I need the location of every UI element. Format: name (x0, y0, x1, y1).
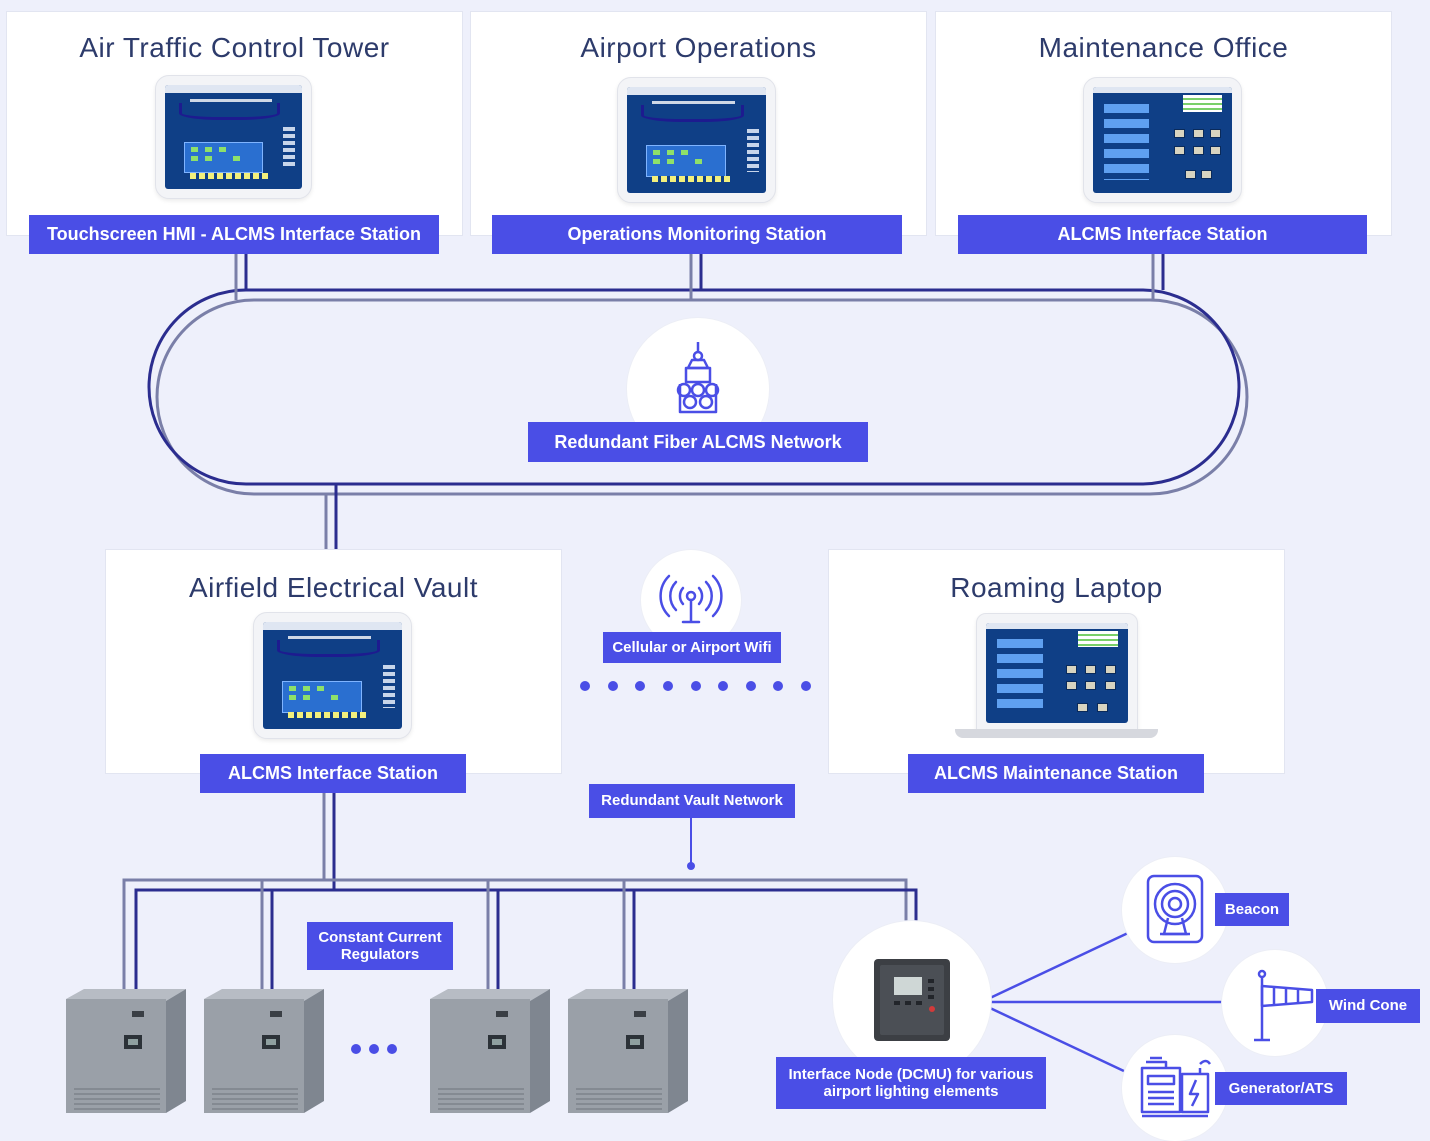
generator-circle (1122, 1035, 1228, 1141)
vault-bus (122, 792, 918, 990)
vault-network-dot (687, 862, 695, 870)
ccr-label: Constant Current Regulators (307, 922, 453, 970)
wifi-label: Cellular or Airport Wifi (603, 632, 781, 663)
ops-title: Airport Operations (580, 32, 817, 63)
ops-station-label: Operations Monitoring Station (492, 215, 902, 254)
laptop-screen (976, 613, 1138, 733)
ccr-cabinet-4 (568, 989, 688, 1113)
fiber-ring-strand-dark (147, 288, 1241, 486)
wind-cone-icon (1254, 969, 1314, 1042)
ccr-ellipsis (351, 1044, 397, 1054)
laptop-station-label: ALCMS Maintenance Station (908, 754, 1204, 793)
ring-to-vault (324, 484, 338, 550)
ccr-cabinet-1 (66, 989, 186, 1113)
laptop-base (955, 729, 1158, 738)
vault-station-screen (253, 612, 412, 739)
laptop-title: Roaming Laptop (950, 572, 1163, 603)
antenna-icon (659, 574, 723, 624)
beacon-icon (1146, 874, 1204, 944)
generator-label: Generator/ATS (1215, 1072, 1347, 1105)
ops-monitor-screen (617, 77, 776, 203)
wind-cone-label: Wind Cone (1316, 989, 1420, 1023)
maint-station-screen (1083, 77, 1242, 203)
beacon-label: Beacon (1215, 893, 1289, 926)
fiber-network-label: Redundant Fiber ALCMS Network (528, 422, 868, 462)
atc-hmi-screen (155, 75, 312, 199)
vault-title: Airfield Electrical Vault (189, 572, 478, 603)
ccr-cabinet-3 (430, 989, 550, 1113)
vault-network-label: Redundant Vault Network (589, 784, 795, 818)
dcmu-label: Interface Node (DCMU) for various airpor… (776, 1057, 1046, 1109)
maint-station-label: ALCMS Interface Station (958, 215, 1367, 254)
dcmu-spokes (989, 931, 1225, 1074)
top-station-drops (234, 252, 1165, 300)
wireless-dots (580, 681, 811, 691)
ccr-cabinet-2 (204, 989, 324, 1113)
maint-title: Maintenance Office (1038, 32, 1289, 63)
fiber-ring-strand-light (155, 298, 1249, 496)
dcmu-device (874, 959, 950, 1041)
atc-title: Air Traffic Control Tower (79, 32, 390, 63)
vault-station-label: ALCMS Interface Station (200, 754, 466, 793)
generator-icon (1140, 1056, 1212, 1118)
fiber-cable-icon (676, 342, 720, 414)
touchscreen-hmi-label: Touchscreen HMI - ALCMS Interface Statio… (29, 215, 439, 254)
